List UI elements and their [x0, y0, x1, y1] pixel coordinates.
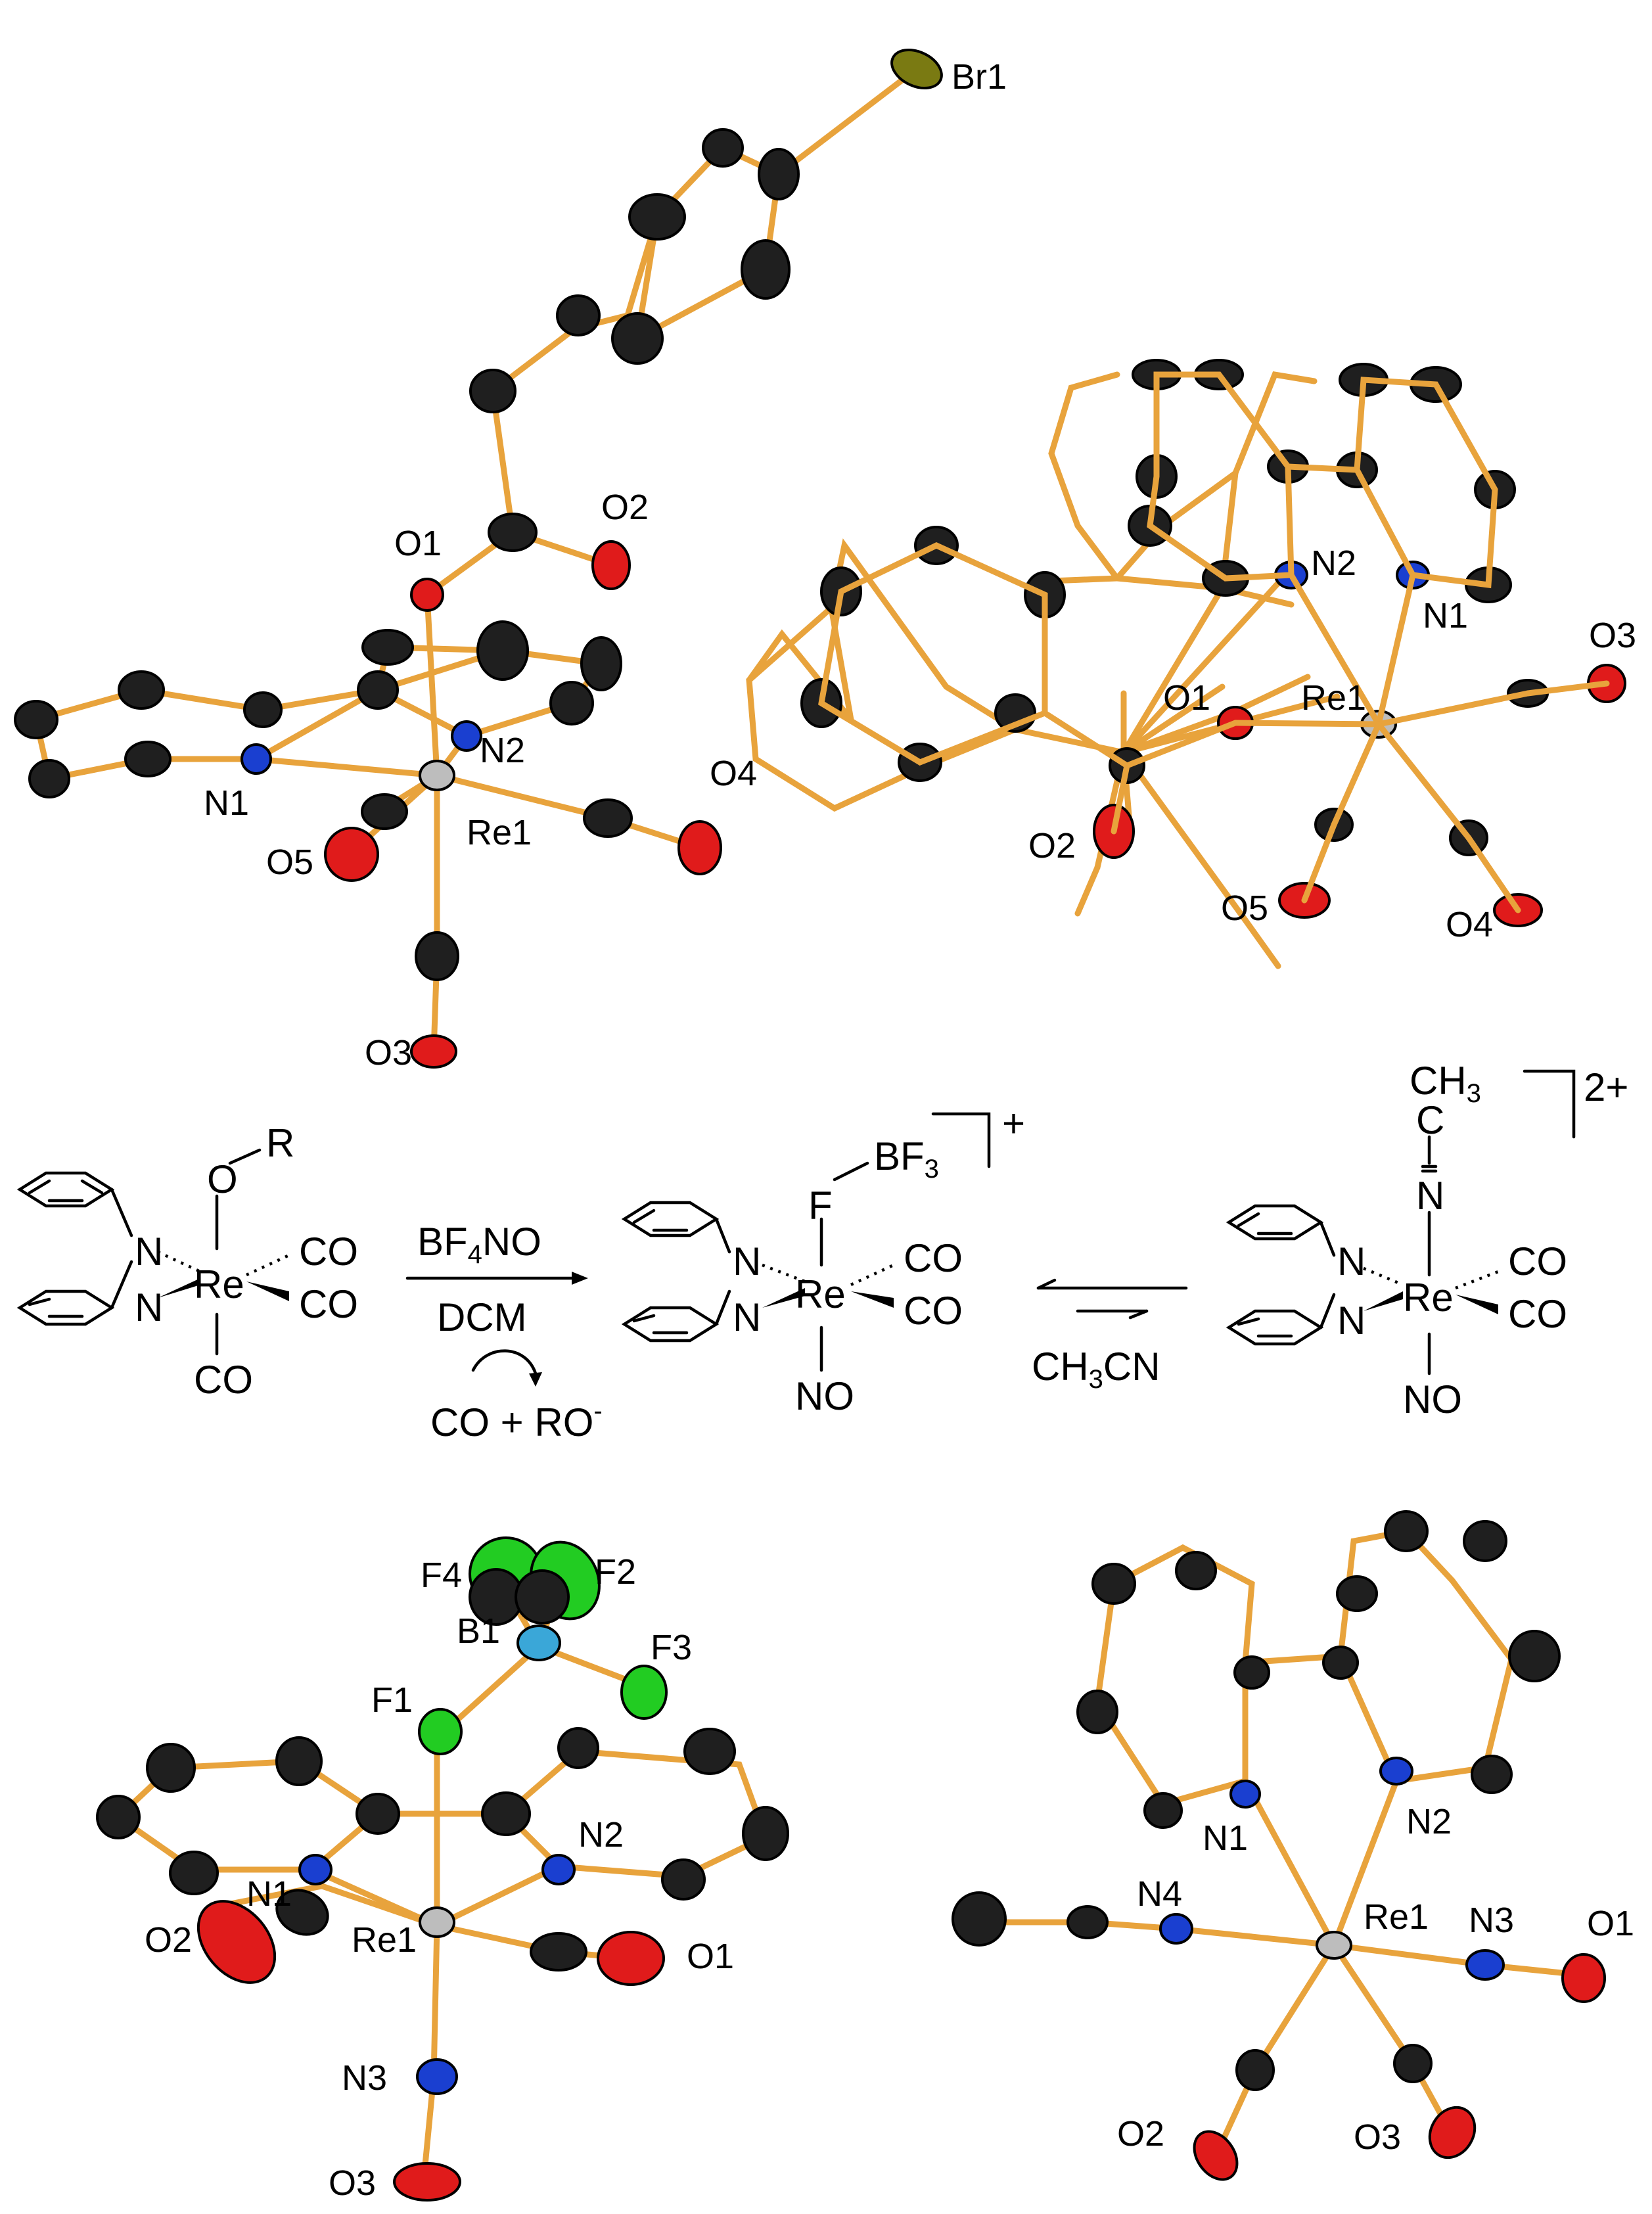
- label-o2: O2: [1117, 2114, 1164, 2154]
- scheme-mid-n-top: N: [733, 1239, 761, 1283]
- label-n2: N2: [1311, 543, 1356, 583]
- scheme-left-co1: CO: [299, 1230, 358, 1274]
- label-o5: O5: [1221, 888, 1268, 928]
- label-n3: N3: [342, 2058, 387, 2098]
- scheme-right-n-top: N: [1337, 1239, 1365, 1283]
- label-f2: F2: [595, 1552, 636, 1592]
- label-n1: N1: [246, 1874, 292, 1914]
- scheme-left-co3: CO: [194, 1358, 253, 1402]
- scheme-middle-complex: [621, 1112, 991, 1372]
- label-n2: N2: [480, 731, 525, 770]
- reagent-bf-sub: 4: [468, 1240, 482, 1269]
- structure-bottom-right: N1 N2 N4 Re1 N3 O1 O2 O3: [952, 1510, 1634, 2181]
- structure-bottom-left: F4 F2 B1 F3 F1 N2 N1 O2 Re1 O1 N3 O3: [96, 1536, 789, 2203]
- reagent-bf4no: BF4NO: [417, 1220, 541, 1269]
- label-re1: Re1: [1301, 678, 1366, 718]
- byproduct: CO + RO-: [430, 1396, 603, 1444]
- scheme-mid-re: Re: [795, 1272, 846, 1316]
- reaction-arrow-head: [572, 1272, 588, 1285]
- label-f3: F3: [651, 1628, 692, 1667]
- label-f4: F4: [421, 1556, 462, 1595]
- structure-top-right: N2 N1 O1 Re1 O3 O2 O5 O4: [746, 359, 1636, 969]
- scheme-left-co2: CO: [299, 1282, 358, 1326]
- label-br1: Br1: [952, 57, 1007, 97]
- label-o2: O2: [145, 1920, 192, 1960]
- scheme-right-no: NO: [1403, 1377, 1462, 1421]
- scheme-right-ch: CH: [1410, 1059, 1467, 1103]
- label-o1: O1: [687, 1937, 734, 1976]
- scheme-mid-bf: BF: [874, 1134, 925, 1178]
- scheme-mid-co1: CO: [904, 1236, 963, 1280]
- label-o2: O2: [1028, 826, 1076, 865]
- label-o3: O3: [365, 1033, 412, 1072]
- scheme-left-complex: [16, 1148, 290, 1356]
- structure-top-left: Br1 O1 O2 N2 N1 Re1 O5 O4 O3: [14, 48, 1007, 1072]
- equilibrium-ch3cn: CH3CN: [1032, 1345, 1160, 1394]
- scheme-right-c: C: [1416, 1098, 1444, 1142]
- reagent-no: NO: [482, 1220, 541, 1264]
- atoms-top-right: [800, 359, 1626, 927]
- scheme-left-re: Re: [194, 1262, 244, 1306]
- bonds-top-right-core: [818, 371, 1610, 913]
- scheme-right-charge: 2+: [1584, 1065, 1628, 1109]
- label-o1: O1: [1163, 678, 1210, 718]
- scheme-mid-co2: CO: [904, 1289, 963, 1333]
- curved-arrow: [471, 1349, 538, 1375]
- scheme-right-ch3: CH3: [1410, 1059, 1481, 1108]
- label-n2: N2: [578, 1815, 624, 1855]
- equilibrium-arrows: [1036, 1278, 1188, 1320]
- label-o4: O4: [710, 754, 757, 793]
- bonds-top-left: [32, 66, 920, 1055]
- scheme-right-n-bot: N: [1337, 1299, 1365, 1343]
- scheme-left-r: R: [266, 1121, 294, 1165]
- label-o4: O4: [1446, 905, 1493, 944]
- equilibrium-sub: 3: [1089, 1365, 1103, 1394]
- label-o3: O3: [329, 2163, 376, 2203]
- label-o3: O3: [1354, 2117, 1401, 2157]
- label-o3: O3: [1589, 616, 1636, 655]
- reaction-scheme: O R N N Re CO CO CO BF4NO DCM CO + RO-: [16, 1059, 1628, 1444]
- label-re1: Re1: [467, 813, 532, 852]
- label-n4: N4: [1137, 1874, 1182, 1914]
- atoms-bottom-right: [952, 1510, 1606, 2181]
- reagent-dcm: DCM: [437, 1295, 527, 1339]
- scheme-right-co2: CO: [1508, 1292, 1567, 1336]
- label-re1: Re1: [1364, 1897, 1429, 1937]
- byproduct-sup: -: [593, 1396, 602, 1425]
- scheme-mid-bf3: BF3: [874, 1134, 939, 1184]
- label-n1: N1: [1423, 596, 1468, 635]
- label-b1: B1: [457, 1611, 500, 1651]
- equilibrium-cn: CN: [1103, 1345, 1160, 1389]
- label-o1: O1: [394, 524, 442, 563]
- scheme-left-n-top: N: [135, 1230, 163, 1274]
- label-o2: O2: [601, 488, 649, 527]
- scheme-mid-f: F: [808, 1184, 833, 1228]
- scheme-mid-bf-sub: 3: [925, 1155, 939, 1184]
- scheme-mid-n-bot: N: [733, 1295, 761, 1339]
- label-o5: O5: [266, 842, 313, 882]
- scheme-right-co1: CO: [1508, 1239, 1567, 1283]
- scheme-right-ch3-sub: 3: [1467, 1079, 1481, 1108]
- scheme-right-re: Re: [1403, 1276, 1454, 1320]
- scheme-right-complex: [1226, 1069, 1576, 1375]
- label-n1: N1: [1203, 1818, 1248, 1858]
- scheme-left-o: O: [207, 1157, 238, 1201]
- scheme-right-n-lig: N: [1416, 1174, 1444, 1218]
- scheme-mid-charge: +: [1002, 1101, 1025, 1145]
- label-n3: N3: [1469, 1901, 1514, 1940]
- equilibrium-ch: CH: [1032, 1345, 1089, 1389]
- label-re1: Re1: [352, 1920, 417, 1960]
- scheme-mid-no: NO: [795, 1374, 854, 1418]
- label-n1: N1: [204, 783, 249, 823]
- byproduct-text: CO + RO: [430, 1400, 593, 1444]
- atoms-bottom-left: [96, 1536, 789, 2202]
- label-f1: F1: [371, 1680, 413, 1720]
- label-n2: N2: [1406, 1802, 1452, 1841]
- reagent-bf: BF: [417, 1220, 468, 1264]
- scheme-left-n-bot: N: [135, 1285, 163, 1329]
- label-o1: O1: [1587, 1904, 1634, 1943]
- atoms-top-left: [14, 48, 943, 1069]
- bonds-bottom-right: [976, 1528, 1584, 2152]
